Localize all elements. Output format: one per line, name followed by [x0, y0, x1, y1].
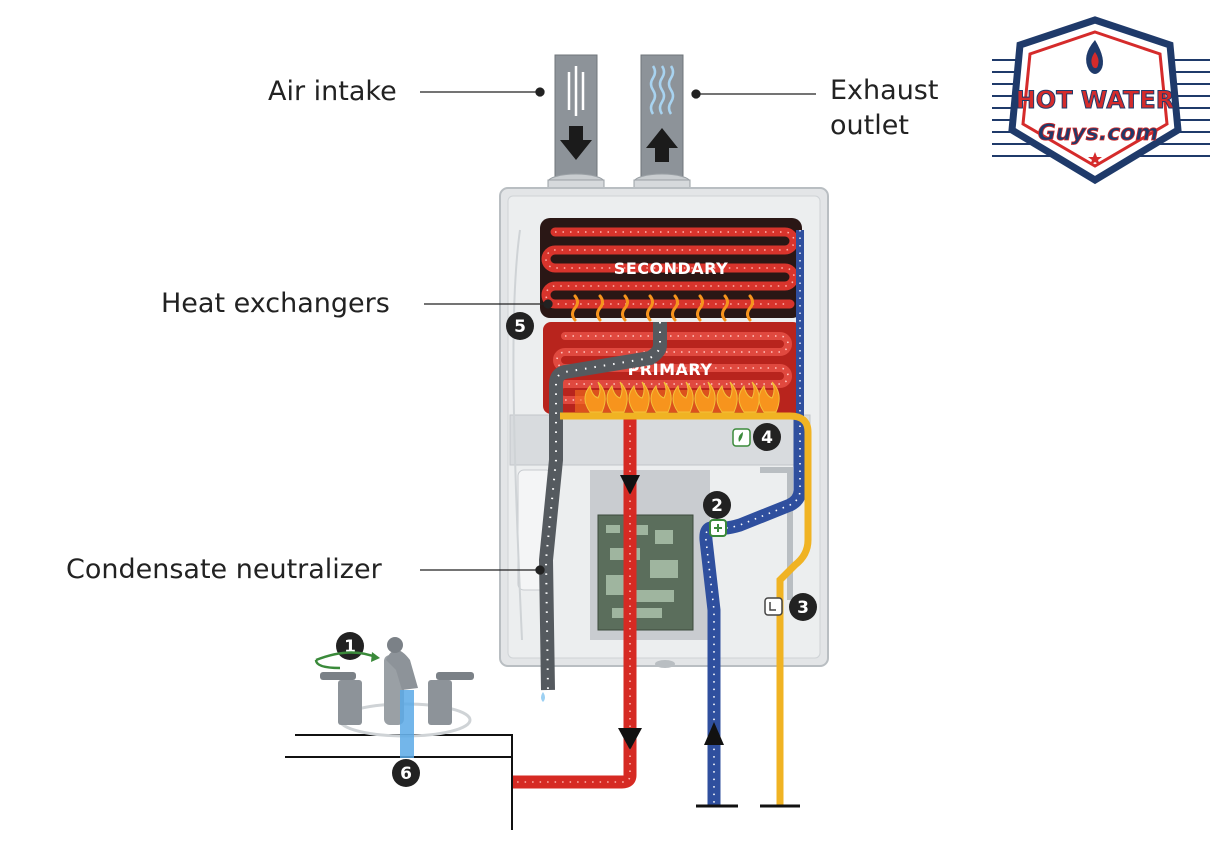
svg-text:1: 1	[344, 637, 356, 657]
step-badge-1: 1	[336, 632, 364, 660]
step-badge-6: 6	[392, 759, 420, 787]
condensate-neutralizer-label: Condensate neutralizer	[66, 554, 382, 585]
secondary-label: SECONDARY	[614, 259, 728, 278]
svg-text:3: 3	[797, 598, 809, 618]
svg-text:6: 6	[400, 764, 412, 784]
hot-water-pipe	[512, 418, 642, 789]
logo-line1: HOT WATER	[1016, 86, 1175, 114]
svg-text:4: 4	[761, 428, 773, 448]
step-badge-3: 3	[789, 593, 817, 621]
step-badge-2: 2	[703, 491, 731, 519]
svg-text:5: 5	[514, 317, 526, 337]
hot-flow-arrow-icon	[620, 475, 640, 495]
step-badge-5: 5	[506, 312, 534, 340]
faucet-icon	[320, 637, 474, 758]
burner-flames	[575, 381, 780, 413]
flow-sensor-icon	[709, 519, 727, 537]
hot-water-guys-logo: HOT WATER Guys.com	[992, 16, 1210, 185]
air-intake-label: Air intake	[268, 76, 397, 107]
hot-flow-arrow-icon	[618, 728, 642, 750]
counter	[285, 734, 513, 830]
air-intake-pipe	[547, 54, 605, 195]
leader-lines	[420, 87, 816, 575]
heat-waves	[571, 294, 754, 322]
rotate-arrow-icon	[314, 651, 380, 670]
igniter-icon	[732, 428, 751, 447]
step-badge-4: 4	[753, 423, 781, 451]
condensate-line	[538, 322, 667, 702]
gas-valve-icon	[764, 597, 783, 616]
gas-pipe	[560, 412, 812, 808]
exhaust-outlet-label-line1: Exhaust	[830, 75, 939, 106]
exhaust-pipe	[633, 54, 691, 195]
up-arrow-icon	[646, 128, 678, 162]
logo-line2: Guys.com	[1038, 121, 1159, 146]
cold-flow-arrow-icon	[704, 722, 724, 745]
cold-water-pipe	[696, 230, 807, 808]
svg-text:2: 2	[711, 496, 723, 516]
down-arrow-icon	[560, 126, 592, 160]
water-stream	[400, 690, 414, 758]
exhaust-outlet-label-line2: outlet	[830, 110, 909, 141]
secondary-heat-exchanger: SECONDARY	[540, 218, 802, 318]
heat-exchangers-label: Heat exchangers	[161, 288, 390, 319]
